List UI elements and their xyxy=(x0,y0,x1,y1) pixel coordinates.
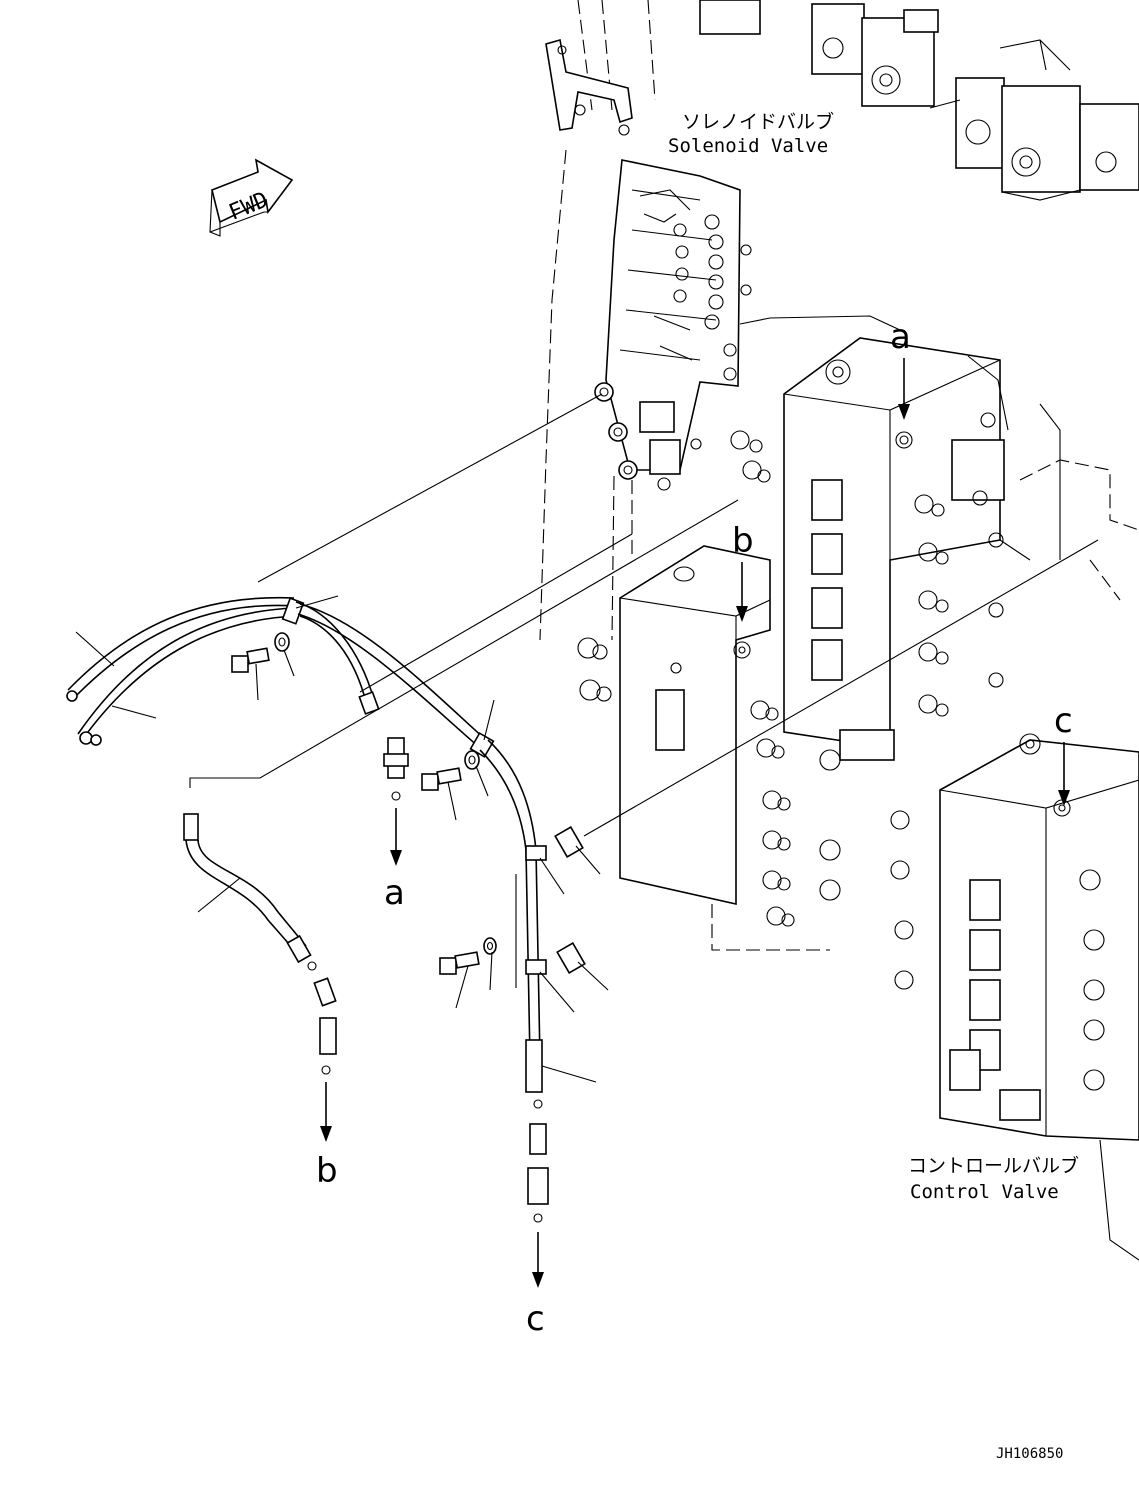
frame-edge xyxy=(1099,1139,1139,1261)
hose-to-port-b xyxy=(183,813,312,964)
solenoid-port-fittings xyxy=(594,382,702,491)
pilot-connectors-left xyxy=(577,430,841,927)
port-b-label: b xyxy=(732,521,754,561)
leader-hose-b xyxy=(189,499,739,788)
bolt-middle xyxy=(421,750,480,791)
fitting-b-label: b xyxy=(316,1151,338,1191)
leader-hose-c xyxy=(583,539,1099,837)
solenoid-coil-group xyxy=(673,214,752,381)
control-valve-section-right xyxy=(939,733,1139,1141)
forward-arrow-icon: FWD xyxy=(209,158,294,237)
fitting-stack-c: c xyxy=(526,1099,549,1339)
solenoid-valve-en-label: Solenoid Valve xyxy=(668,135,828,157)
spacer-lower xyxy=(556,942,586,974)
port-a-target: a xyxy=(890,317,911,420)
fitting-stack-a: a xyxy=(383,737,409,913)
leader-hose-to-solenoid xyxy=(257,393,603,583)
part-callout-lines xyxy=(75,595,609,1083)
upper-valve-bank xyxy=(577,0,1139,201)
pilot-line xyxy=(739,315,901,331)
fitting-stack-b: b xyxy=(307,961,338,1191)
fitting-c-label: c xyxy=(526,1299,545,1339)
pilot-connectors-right xyxy=(890,490,1105,1091)
mounting-bracket xyxy=(539,38,633,641)
frame-outline xyxy=(1019,459,1139,601)
fitting-a-label: a xyxy=(384,873,405,913)
bolt-upper xyxy=(231,632,290,673)
drawing-number: JH106850 xyxy=(996,1446,1063,1462)
hose-upper-pair xyxy=(66,596,487,749)
spacer-upper xyxy=(554,826,584,858)
port-c-target: c xyxy=(1054,701,1073,806)
bolt-lower xyxy=(439,937,497,975)
solenoid-valve-jp-label: ソレノイドバルブ xyxy=(682,110,834,133)
control-valve-en-label: Control Valve xyxy=(910,1181,1059,1203)
hose-to-port-c xyxy=(469,732,547,1093)
control-valve-jp-label: コントロールバルブ xyxy=(908,1154,1079,1177)
port-b-target: b xyxy=(732,521,754,622)
control-valve-section-left xyxy=(619,545,830,951)
control-valve-section-rear xyxy=(783,337,1061,761)
solenoid-valve: ソレノイドバルブ Solenoid Valve xyxy=(594,110,834,641)
port-c-label: c xyxy=(1054,701,1073,741)
port-a-label: a xyxy=(890,317,911,357)
leader-hose-a xyxy=(359,533,633,693)
